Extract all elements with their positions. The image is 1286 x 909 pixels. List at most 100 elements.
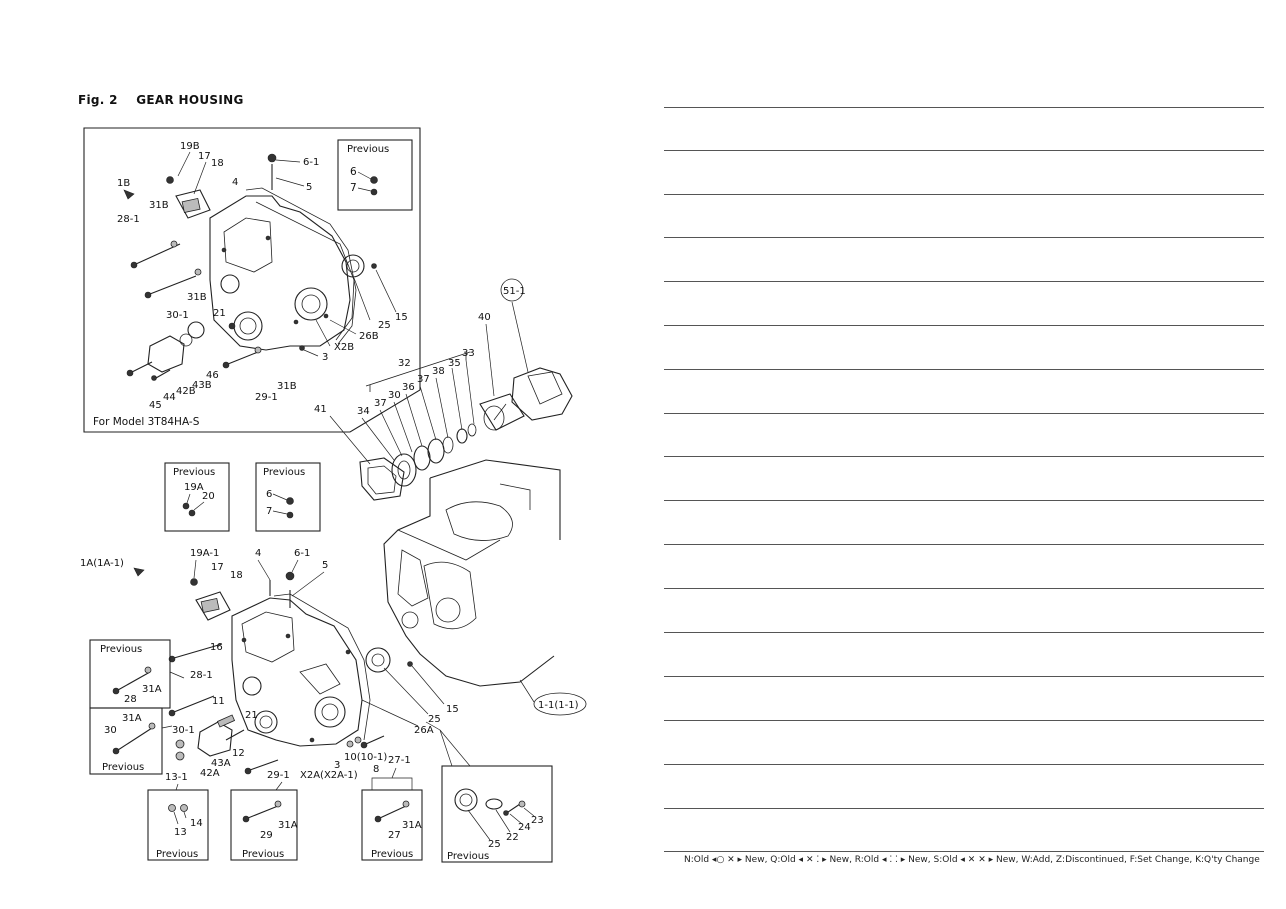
rule-line-9 bbox=[664, 456, 1264, 457]
label-27: 27 bbox=[388, 830, 401, 841]
figure-number: Fig. 2 bbox=[78, 93, 118, 107]
rule-line-5 bbox=[664, 281, 1264, 282]
previous-box-13-title: Previous bbox=[156, 849, 198, 860]
rule-line-18 bbox=[664, 851, 1264, 852]
rule-line-10 bbox=[664, 500, 1264, 501]
pump-drive-assembly bbox=[391, 423, 477, 487]
upper-bolts bbox=[130, 153, 377, 369]
label-27-1: 27-1 bbox=[388, 755, 411, 766]
previous-box-29 bbox=[230, 789, 298, 861]
label-31A-30: 31A bbox=[122, 713, 142, 724]
label-28-1-upper: 28-1 bbox=[117, 214, 140, 225]
label-17-lower: 17 bbox=[211, 562, 224, 573]
label-X2B: X2B bbox=[334, 342, 354, 353]
label-35: 35 bbox=[448, 358, 461, 369]
label-44: 44 bbox=[163, 392, 176, 403]
label-10: 10(10-1) bbox=[344, 752, 387, 763]
rule-line-6 bbox=[664, 325, 1264, 326]
upper-gear-housing bbox=[209, 195, 355, 351]
label-22: 22 bbox=[506, 832, 519, 843]
label-30-box: 30 bbox=[104, 725, 117, 736]
label-25-box: 25 bbox=[488, 839, 501, 850]
label-26B: 26B bbox=[359, 331, 379, 342]
rule-line-12 bbox=[664, 588, 1264, 589]
label-45: 45 bbox=[149, 400, 162, 411]
upper-previous-item-7: 7 bbox=[350, 182, 357, 194]
label-32: 32 bbox=[398, 358, 411, 369]
upper-previous-item-6: 6 bbox=[350, 166, 357, 178]
gear-housing-exploded-diagram: For Model 3T84HA-S Previous 6 7 bbox=[80, 127, 587, 863]
label-28: 28 bbox=[124, 694, 137, 705]
label-37-a: 37 bbox=[417, 374, 430, 385]
label-31B-c: 31B bbox=[277, 381, 297, 392]
label-8: 8 bbox=[373, 764, 379, 775]
label-30-1-upper: 30-1 bbox=[166, 310, 189, 321]
label-31B-b: 31B bbox=[187, 292, 207, 303]
governor-lever bbox=[175, 714, 245, 761]
label-42A: 42A bbox=[200, 768, 220, 779]
previous-box-27-title: Previous bbox=[371, 849, 413, 860]
previous-box-30-title: Previous bbox=[102, 762, 144, 773]
label-29-1-lower: 29-1 bbox=[267, 770, 290, 781]
label-19A-1: 19A-1 bbox=[190, 548, 219, 559]
label-11: 11 bbox=[212, 696, 225, 707]
label-3-upper: 3 bbox=[322, 352, 328, 363]
label-31B-a: 31B bbox=[149, 200, 169, 211]
label-31A-29: 31A bbox=[278, 820, 298, 831]
label-14: 14 bbox=[190, 818, 203, 829]
label-4-upper: 4 bbox=[232, 177, 238, 188]
label-30-1-lower: 30-1 bbox=[172, 725, 195, 736]
rule-line-16 bbox=[664, 764, 1264, 765]
rule-line-2 bbox=[664, 150, 1264, 151]
rule-line-4 bbox=[664, 237, 1264, 238]
upper-breather-cover bbox=[175, 189, 211, 219]
previous-box-27 bbox=[361, 789, 423, 861]
previous-box-29-title: Previous bbox=[242, 849, 284, 860]
label-34: 34 bbox=[357, 406, 370, 417]
label-6-1-upper: 6-1 bbox=[303, 157, 319, 168]
label-1B: 1B bbox=[117, 178, 130, 189]
previous-box-28-title: Previous bbox=[100, 644, 142, 655]
label-40: 40 bbox=[478, 312, 491, 323]
lower-gear-housing bbox=[231, 593, 371, 747]
label-18-lower: 18 bbox=[230, 570, 243, 581]
label-31A-27: 31A bbox=[402, 820, 422, 831]
label-1-1: 1-1(1-1) bbox=[538, 700, 579, 711]
previous-box-13 bbox=[147, 789, 209, 861]
label-5-upper: 5 bbox=[306, 182, 312, 193]
label-25-upper: 25 bbox=[378, 320, 391, 331]
rule-line-1 bbox=[664, 107, 1264, 108]
previous-box-6 bbox=[255, 462, 321, 532]
label-37-b: 37 bbox=[374, 398, 387, 409]
label-21-upper: 21 bbox=[213, 308, 226, 319]
rule-line-13 bbox=[664, 632, 1264, 633]
label-12: 12 bbox=[232, 748, 245, 759]
upper-governor-cover bbox=[126, 321, 205, 381]
label-31A-28: 31A bbox=[142, 684, 162, 695]
rule-line-3 bbox=[664, 194, 1264, 195]
rule-line-11 bbox=[664, 544, 1264, 545]
label-19A: 19A bbox=[184, 482, 204, 493]
figure-title: Fig. 2 GEAR HOUSING bbox=[78, 93, 244, 107]
label-13: 13 bbox=[174, 827, 187, 838]
label-19B: 19B bbox=[180, 141, 200, 152]
label-7-lower: 7 bbox=[266, 506, 272, 517]
label-51-1: 51-1 bbox=[503, 286, 526, 297]
label-43B: 43B bbox=[192, 380, 212, 391]
label-X2A: X2A(X2A-1) bbox=[300, 770, 358, 781]
label-13-1: 13-1 bbox=[165, 772, 188, 783]
previous-box-6-title: Previous bbox=[263, 467, 305, 478]
upper-previous-box bbox=[337, 139, 413, 211]
rule-line-8 bbox=[664, 413, 1264, 414]
label-16: 16 bbox=[210, 642, 223, 653]
previous-box-19A-title: Previous bbox=[173, 467, 215, 478]
change-code-legend: N:Old ◂○ ✕ ▸ New, Q:Old ◂ ✕ ⁚ ▸ New, R:O… bbox=[684, 855, 1260, 865]
label-29-1-upper: 29-1 bbox=[255, 392, 278, 403]
label-43A: 43A bbox=[211, 758, 231, 769]
label-17-upper: 17 bbox=[198, 151, 211, 162]
label-33: 33 bbox=[462, 348, 475, 359]
label-4-lower: 4 bbox=[255, 548, 261, 559]
previous-box-25 bbox=[441, 765, 553, 863]
label-15-lower: 15 bbox=[446, 704, 459, 715]
label-29: 29 bbox=[260, 830, 273, 841]
